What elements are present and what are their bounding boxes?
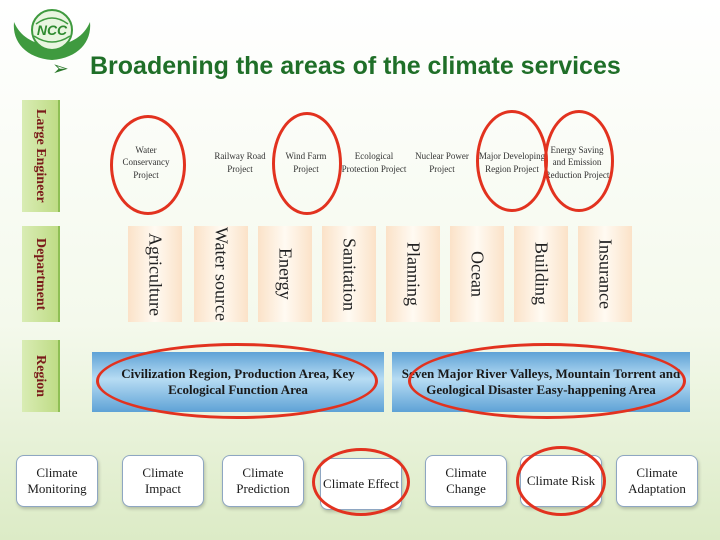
highlight-circle (110, 115, 186, 215)
department-sanitation: Sanitation (322, 226, 376, 322)
department-ocean: Ocean (450, 226, 504, 322)
climate-monitoring-box: Climate Monitoring (16, 455, 98, 507)
department-energy: Energy (258, 226, 312, 322)
highlight-circle (408, 343, 686, 419)
bullet-arrow-icon: ➢ (52, 56, 69, 80)
highlight-circle (516, 446, 606, 516)
climate-change-box: Climate Change (425, 455, 507, 507)
ncc-logo: NCC (13, 9, 91, 60)
climate-prediction-box: Climate Prediction (222, 455, 304, 507)
project-ecological-protection: Ecological Protection Project (341, 151, 407, 174)
department-building: Building (514, 226, 568, 322)
department-agriculture: Agriculture (128, 226, 182, 322)
row-label-department: Department (22, 226, 60, 322)
row-label-region: Region (22, 340, 60, 412)
department-water-source: Water source (194, 226, 248, 322)
climate-adaptation-box: Climate Adaptation (616, 455, 698, 507)
logo-text: NCC (37, 22, 68, 38)
highlight-circle (272, 112, 342, 215)
highlight-circle (476, 110, 548, 212)
row-label-large-engineer: Large Engineer (22, 100, 60, 212)
highlight-circle (312, 448, 410, 516)
project-nuclear-power: Nuclear Power Project (415, 151, 469, 174)
highlight-circle (544, 110, 614, 212)
department-insurance: Insurance (578, 226, 632, 322)
page-title: Broadening the areas of the climate serv… (90, 52, 621, 80)
department-planning: Planning (386, 226, 440, 322)
climate-impact-box: Climate Impact (122, 455, 204, 507)
project-railway-road: Railway Road Project (214, 151, 266, 174)
highlight-circle (96, 343, 378, 419)
